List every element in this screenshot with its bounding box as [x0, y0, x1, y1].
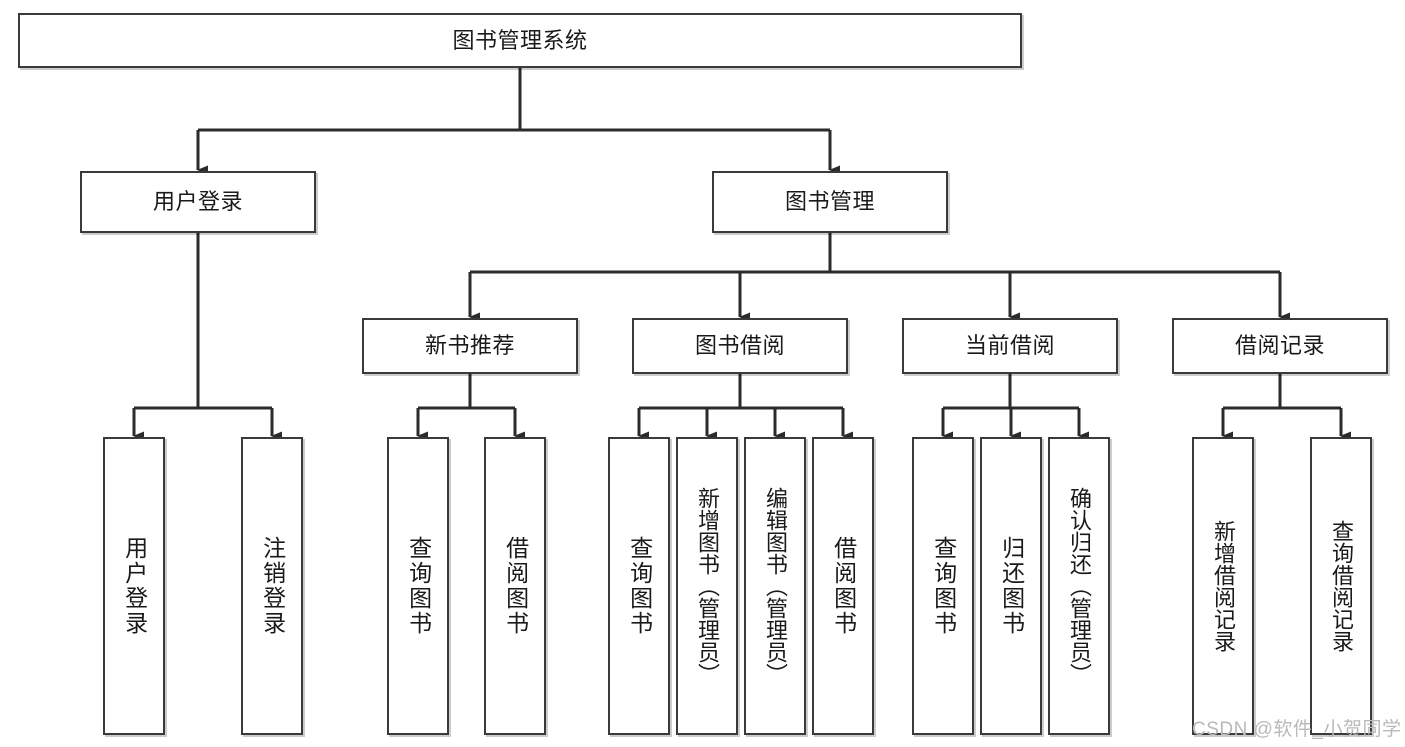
- node-records[interactable]: 借阅记录: [1172, 318, 1388, 374]
- node-login[interactable]: 用户登录: [80, 171, 316, 233]
- node-label: 借阅记录: [1234, 333, 1325, 359]
- node-label: 图书管理系统: [452, 27, 588, 53]
- node-leaf-new-1[interactable]: 查询图书: [387, 437, 449, 735]
- node-label: 新书推荐: [424, 333, 515, 359]
- node-label: 借阅图书: [502, 536, 529, 636]
- node-leaf-borrow-1[interactable]: 查询图书: [608, 437, 670, 735]
- node-label: 当前借阅: [964, 333, 1055, 359]
- node-label: 新增借阅记录: [1210, 520, 1236, 652]
- node-leaf-login-2[interactable]: 注销登录: [241, 437, 303, 735]
- node-label: 图书借阅: [694, 333, 785, 359]
- node-label: 用户登录: [152, 189, 243, 215]
- node-leaf-cur-2[interactable]: 归还图书: [980, 437, 1042, 735]
- node-newbook[interactable]: 新书推荐: [362, 318, 578, 374]
- node-label: 编辑图书（管理员）: [762, 487, 788, 685]
- connector-group: [132, 68, 1351, 441]
- node-leaf-borrow-4[interactable]: 借阅图书: [812, 437, 874, 735]
- node-leaf-rec-1[interactable]: 新增借阅记录: [1192, 437, 1254, 735]
- node-label: 确认归还（管理员）: [1066, 487, 1092, 685]
- node-leaf-cur-1[interactable]: 查询图书: [912, 437, 974, 735]
- node-leaf-rec-2[interactable]: 查询借阅记录: [1310, 437, 1372, 735]
- node-label: 查询图书: [930, 536, 957, 636]
- node-label: 新增图书（管理员）: [694, 487, 720, 685]
- node-root[interactable]: 图书管理系统: [18, 13, 1022, 68]
- node-leaf-new-2[interactable]: 借阅图书: [484, 437, 546, 735]
- node-label: 注销登录: [259, 536, 286, 636]
- node-current[interactable]: 当前借阅: [902, 318, 1118, 374]
- node-label: 查询图书: [405, 536, 432, 636]
- node-borrow[interactable]: 图书借阅: [632, 318, 848, 374]
- node-label: 用户登录: [121, 536, 148, 636]
- node-leaf-borrow-2[interactable]: 新增图书（管理员）: [676, 437, 738, 735]
- watermark-text: CSDN @软件_小贺同学: [1192, 719, 1402, 740]
- node-label: 归还图书: [998, 536, 1025, 636]
- node-leaf-borrow-3[interactable]: 编辑图书（管理员）: [744, 437, 806, 735]
- node-leaf-cur-3[interactable]: 确认归还（管理员）: [1048, 437, 1110, 735]
- node-label: 借阅图书: [830, 536, 857, 636]
- node-label: 图书管理: [784, 189, 875, 215]
- node-label: 查询借阅记录: [1328, 520, 1354, 652]
- node-bookmgmt[interactable]: 图书管理: [712, 171, 948, 233]
- node-leaf-login-1[interactable]: 用户登录: [103, 437, 165, 735]
- node-label: 查询图书: [626, 536, 653, 636]
